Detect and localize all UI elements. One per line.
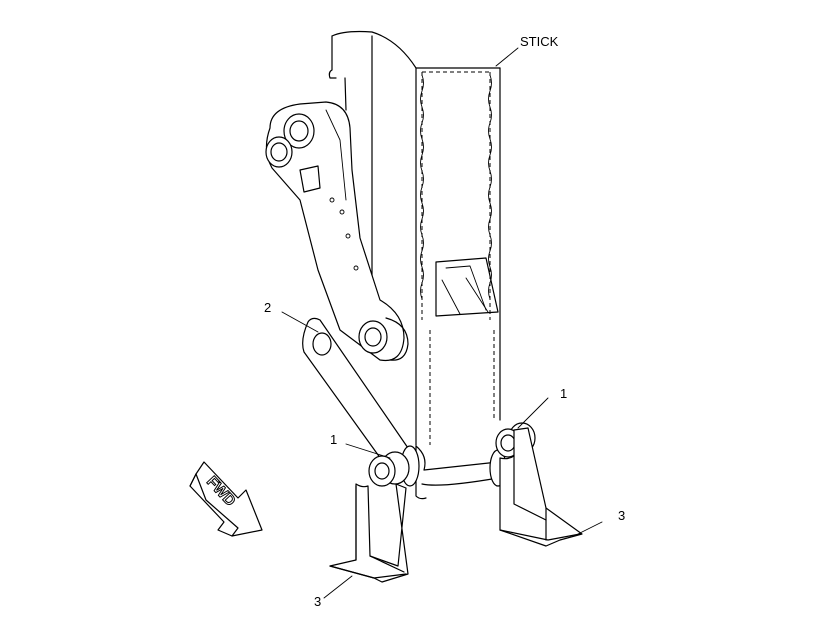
stick-body	[328, 30, 501, 446]
callout-1-right: 1	[560, 386, 567, 401]
dogbone-link-part-2	[302, 317, 412, 473]
bottom-pin-assembly	[400, 445, 507, 500]
support-stand-part-3-right	[499, 427, 583, 547]
link-bracket	[265, 101, 409, 362]
callout-2: 2	[264, 300, 271, 315]
stick-label: STICK	[520, 34, 559, 49]
callout-1-left: 1	[330, 432, 337, 447]
bearing-part-1-left	[368, 451, 410, 487]
callout-3-left: 3	[314, 594, 321, 609]
leader-lines	[281, 47, 603, 599]
callout-3-right: 3	[618, 508, 625, 523]
support-stand-part-3-left	[329, 483, 409, 583]
forward-arrow-icon: FWD	[189, 461, 263, 537]
